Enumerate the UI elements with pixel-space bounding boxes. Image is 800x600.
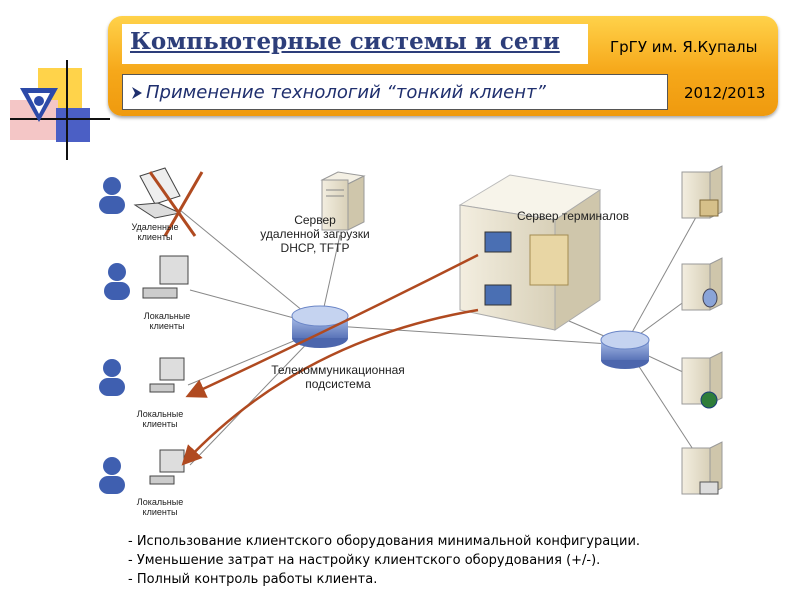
subtitle-box [122,74,668,110]
cross-out-icon [148,171,204,237]
terminal-server-label: Сервер терминалов [516,209,630,223]
user-icon-remote [99,177,125,214]
university-logo [20,88,58,122]
server-hub-icon [600,330,650,369]
user-icon-local-3 [99,457,125,494]
local-clients-label-2: Локальные клиенты [136,409,184,430]
right-servers [681,165,723,495]
telecom-label-line1: Телекоммуникационная [271,363,405,377]
decor-hline [10,118,110,120]
thin-client-icon-1 [149,357,185,393]
remote-clients-label: Удаленные клиенты [131,222,179,243]
print-server-icon [681,441,723,495]
list-item: - Уменьшение затрат на настройку клиентс… [128,553,601,568]
benefits-list: - Использование клиентского оборудования… [128,532,640,589]
boot-server-label-line3: DHCP, TFTP [280,240,350,255]
session-arrows [181,253,479,466]
telecom-label: Телекоммуникационная подсистема [248,363,428,392]
boot-server-label-line1: Сервер [294,213,336,227]
boot-server-icon [320,171,366,231]
user-icon-local-1 [104,263,130,300]
page-title: Компьютерные системы и сети [130,28,560,55]
database-server-icon [681,257,723,311]
file-server-icon [681,165,723,219]
desktop-pc-icon [142,255,189,299]
telecom-label-line2: подсистема [305,376,371,391]
bullet-arrow-icon [132,87,142,99]
academic-year: 2012/2013 [684,84,766,102]
local-clients-label-1: Локальные клиенты [143,311,191,332]
title-box [122,24,588,64]
laptop-icon [133,167,182,219]
decor-square-blue [56,108,90,142]
thin-client-icon-2 [149,449,185,485]
page-subtitle: Применение технологий “тонкий клиент” [146,82,546,103]
boot-server-label-line2: удаленной загрузки [260,226,370,241]
terminal-server-icon [458,174,602,331]
web-server-icon [681,351,723,409]
telecom-hub-icon [291,305,349,348]
list-item: - Полный контроль работы клиента. [128,572,378,587]
user-icon-local-2 [99,359,125,396]
decor-vline [66,60,68,160]
user-icons [99,177,130,494]
university-name: ГрГУ им. Я.Купалы [610,38,758,56]
local-clients-label-3: Локальные клиенты [136,497,184,518]
list-item: - Использование клиентского оборудования… [128,534,641,549]
boot-server-label: Сервер удаленной загрузки DHCP, TFTP [240,213,390,255]
